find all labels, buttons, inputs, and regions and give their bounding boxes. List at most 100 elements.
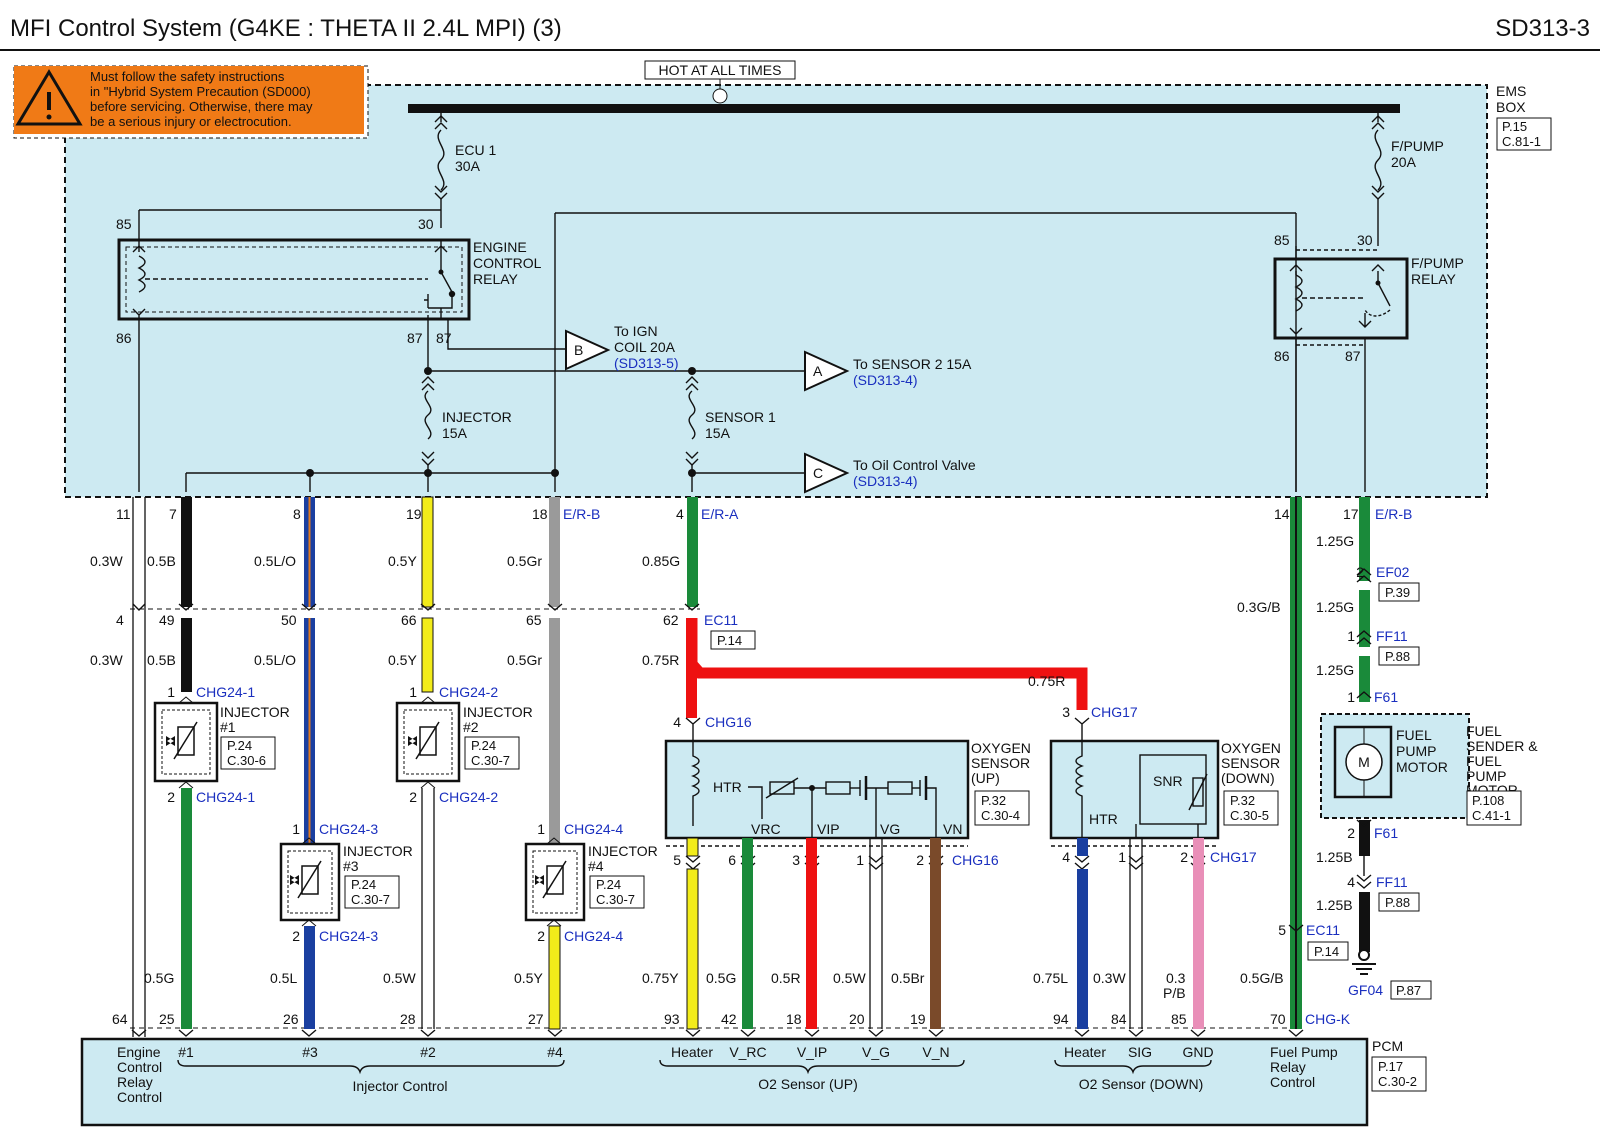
svg-text:#3: #3 [302, 1044, 318, 1060]
svg-text:Control: Control [117, 1059, 162, 1075]
svg-text:P.14: P.14 [717, 633, 742, 648]
svg-text:66: 66 [401, 612, 417, 628]
injector-2 [395, 696, 461, 789]
svg-text:0.3W: 0.3W [90, 553, 123, 569]
svg-text:30: 30 [418, 216, 434, 232]
svg-text:SENSOR: SENSOR [1221, 755, 1280, 771]
svg-text:1: 1 [1347, 689, 1355, 705]
ems-box-ref: P.15 [1502, 119, 1527, 134]
ems-box [64, 84, 1488, 498]
svg-text:#4: #4 [588, 858, 604, 874]
svg-text:64: 64 [112, 1011, 128, 1027]
svg-text:CHG24-3: CHG24-3 [319, 821, 378, 837]
svg-text:F61: F61 [1374, 689, 1398, 705]
svg-text:VG: VG [880, 821, 900, 837]
svg-text:F61: F61 [1374, 825, 1398, 841]
svg-text:INJECTOR: INJECTOR [588, 843, 658, 859]
svg-text:FUEL: FUEL [1466, 723, 1502, 739]
svg-text:To SENSOR 2 15A: To SENSOR 2 15A [853, 356, 972, 372]
svg-text:GND: GND [1182, 1044, 1213, 1060]
warning-text: Must follow the safety instructions [90, 69, 285, 84]
svg-text:0.5Y: 0.5Y [388, 652, 417, 668]
svg-text:FF11: FF11 [1376, 874, 1408, 890]
svg-text:C.30-7: C.30-7 [351, 892, 390, 907]
svg-text:P.32: P.32 [981, 793, 1006, 808]
svg-text:Relay: Relay [1270, 1059, 1306, 1075]
svg-text:CHG16: CHG16 [705, 714, 752, 730]
o2-sensor-up [664, 739, 970, 840]
svg-text:PUMP: PUMP [1466, 768, 1506, 784]
svg-text:87: 87 [436, 330, 452, 346]
svg-text:0.5L/O: 0.5L/O [254, 652, 296, 668]
svg-text:0.5W: 0.5W [833, 970, 866, 986]
fuel-sender-box [1320, 713, 1470, 819]
svg-text:0.5G: 0.5G [706, 970, 736, 986]
connector-c [804, 452, 850, 494]
svg-text:#4: #4 [547, 1044, 563, 1060]
svg-text:Fuel Pump: Fuel Pump [1270, 1044, 1338, 1060]
svg-text:11: 11 [116, 506, 131, 522]
svg-text:C.30-7: C.30-7 [471, 753, 510, 768]
connector-a [804, 350, 850, 392]
svg-text:85: 85 [1274, 232, 1290, 248]
svg-text:(SD313-4): (SD313-4) [853, 473, 918, 489]
ecr-label: ENGINE [473, 239, 527, 255]
svg-text:E/R-A: E/R-A [701, 506, 739, 522]
svg-text:86: 86 [1274, 348, 1290, 364]
svg-text:F/PUMP: F/PUMP [1391, 138, 1444, 154]
svg-text:#1: #1 [178, 1044, 194, 1060]
svg-text:P.24: P.24 [596, 877, 621, 892]
svg-text:PUMP: PUMP [1396, 743, 1436, 759]
connector-b [565, 329, 611, 371]
fpump-fuse [1371, 113, 1385, 246]
svg-text:#2: #2 [463, 719, 479, 735]
svg-text:42: 42 [721, 1011, 737, 1027]
svg-text:P/B: P/B [1163, 985, 1186, 1001]
svg-text:OXYGEN: OXYGEN [971, 740, 1031, 756]
svg-text:P.88: P.88 [1385, 895, 1410, 910]
svg-text:5: 5 [1278, 922, 1286, 938]
pcm-module [80, 1037, 1369, 1127]
svg-text:50: 50 [281, 612, 297, 628]
svg-text:P.17: P.17 [1378, 1059, 1403, 1074]
svg-text:1.25B: 1.25B [1316, 849, 1353, 865]
svg-text:14: 14 [1274, 506, 1290, 522]
fuel-pump-motor [1333, 725, 1393, 799]
ground-icon [1358, 949, 1370, 961]
svg-text:P.39: P.39 [1385, 585, 1410, 600]
connector-ec11: EC11 [704, 612, 738, 628]
svg-text:C.30-7: C.30-7 [596, 892, 635, 907]
svg-text:0.5B: 0.5B [147, 652, 176, 668]
wire-0.3W-ecr [132, 497, 146, 1037]
svg-text:8: 8 [293, 506, 301, 522]
svg-text:OXYGEN: OXYGEN [1221, 740, 1281, 756]
svg-text:C.30-5: C.30-5 [1230, 808, 1269, 823]
svg-text:2: 2 [537, 928, 545, 944]
svg-text:C: C [813, 465, 823, 481]
svg-text:CHG-K: CHG-K [1305, 1011, 1351, 1027]
svg-text:P.24: P.24 [227, 738, 252, 753]
svg-text:4: 4 [676, 506, 684, 522]
svg-text:VIP: VIP [817, 821, 840, 837]
svg-text:0.75R: 0.75R [642, 652, 679, 668]
ems-box-name: EMS [1496, 83, 1526, 99]
svg-text:CHG17: CHG17 [1091, 704, 1138, 720]
svg-text:84: 84 [1111, 1011, 1127, 1027]
svg-text:Heater: Heater [671, 1044, 713, 1060]
svg-text:V_N: V_N [922, 1044, 949, 1060]
svg-text:18: 18 [786, 1011, 802, 1027]
svg-text:0.5G/B: 0.5G/B [1240, 970, 1284, 986]
svg-text:(SD313-4): (SD313-4) [853, 372, 918, 388]
svg-text:VN: VN [943, 821, 962, 837]
svg-text:FF11: FF11 [1376, 628, 1408, 644]
svg-text:4: 4 [116, 612, 124, 628]
svg-text:before servicing. Otherwise, t: before servicing. Otherwise, there may [90, 99, 313, 114]
svg-text:BOX: BOX [1496, 99, 1526, 115]
svg-text:4: 4 [1347, 874, 1355, 890]
svg-text:CHG24-2: CHG24-2 [439, 684, 498, 700]
svg-text:INJECTOR: INJECTOR [220, 704, 290, 720]
svg-text:#3: #3 [343, 858, 359, 874]
svg-text:49: 49 [159, 612, 175, 628]
svg-text:20: 20 [849, 1011, 865, 1027]
